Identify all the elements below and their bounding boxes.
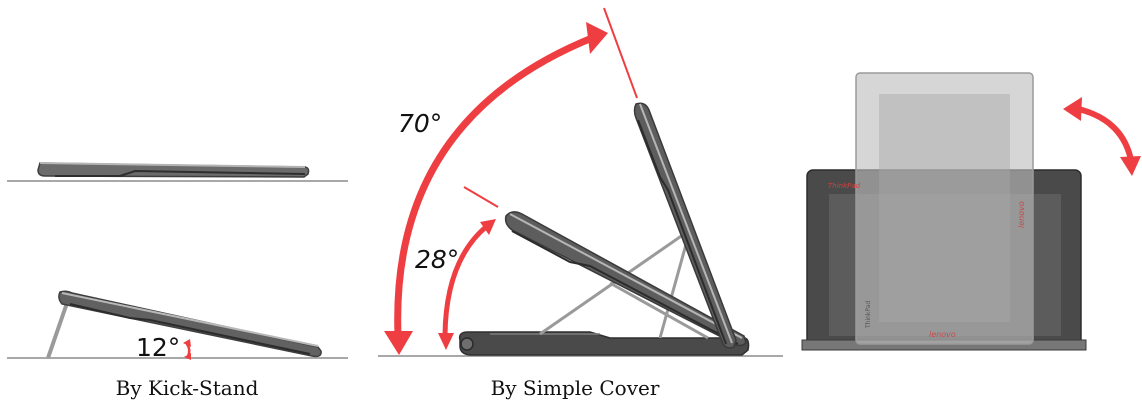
angle-label-12: 12° [136, 333, 180, 362]
angle-ref-line-28 [463, 186, 499, 208]
rotation-panel: ThinkPad lenovo lenovo ThinkPad [801, 72, 1141, 351]
tablet-flat [37, 162, 310, 178]
kickstand-leg [46, 302, 69, 359]
angle-indicator-12: 12° [136, 333, 191, 362]
caption-cover: By Simple Cover [490, 376, 660, 400]
caption-kickstand: By Kick-Stand [115, 376, 259, 400]
angle-arc-28 [438, 219, 496, 350]
angle-ref-line-70 [603, 7, 638, 99]
angle-label-70: 70° [398, 109, 442, 138]
tablet-70deg [633, 102, 737, 349]
tablet-portrait-ghost [855, 72, 1034, 345]
tablet-tilted [46, 290, 322, 359]
rotation-arrow [1063, 97, 1141, 176]
angle-label-28: 28° [415, 245, 459, 274]
brand-lenovo-side: lenovo [1017, 201, 1026, 228]
angle-arc-70 [384, 22, 608, 355]
cover-base [458, 331, 750, 356]
portrait-screen [879, 94, 1010, 322]
cover-panel: 70° 28° [378, 7, 783, 357]
brand-lenovo-bottom: lenovo [929, 330, 956, 339]
brand-thinkpad-top: ThinkPad [828, 182, 861, 190]
hinge-circle [460, 337, 474, 351]
brand-thinkpad-rotated: ThinkPad [865, 301, 872, 329]
tablet-28deg [504, 211, 747, 347]
kickstand-panel: 12° [7, 162, 348, 362]
